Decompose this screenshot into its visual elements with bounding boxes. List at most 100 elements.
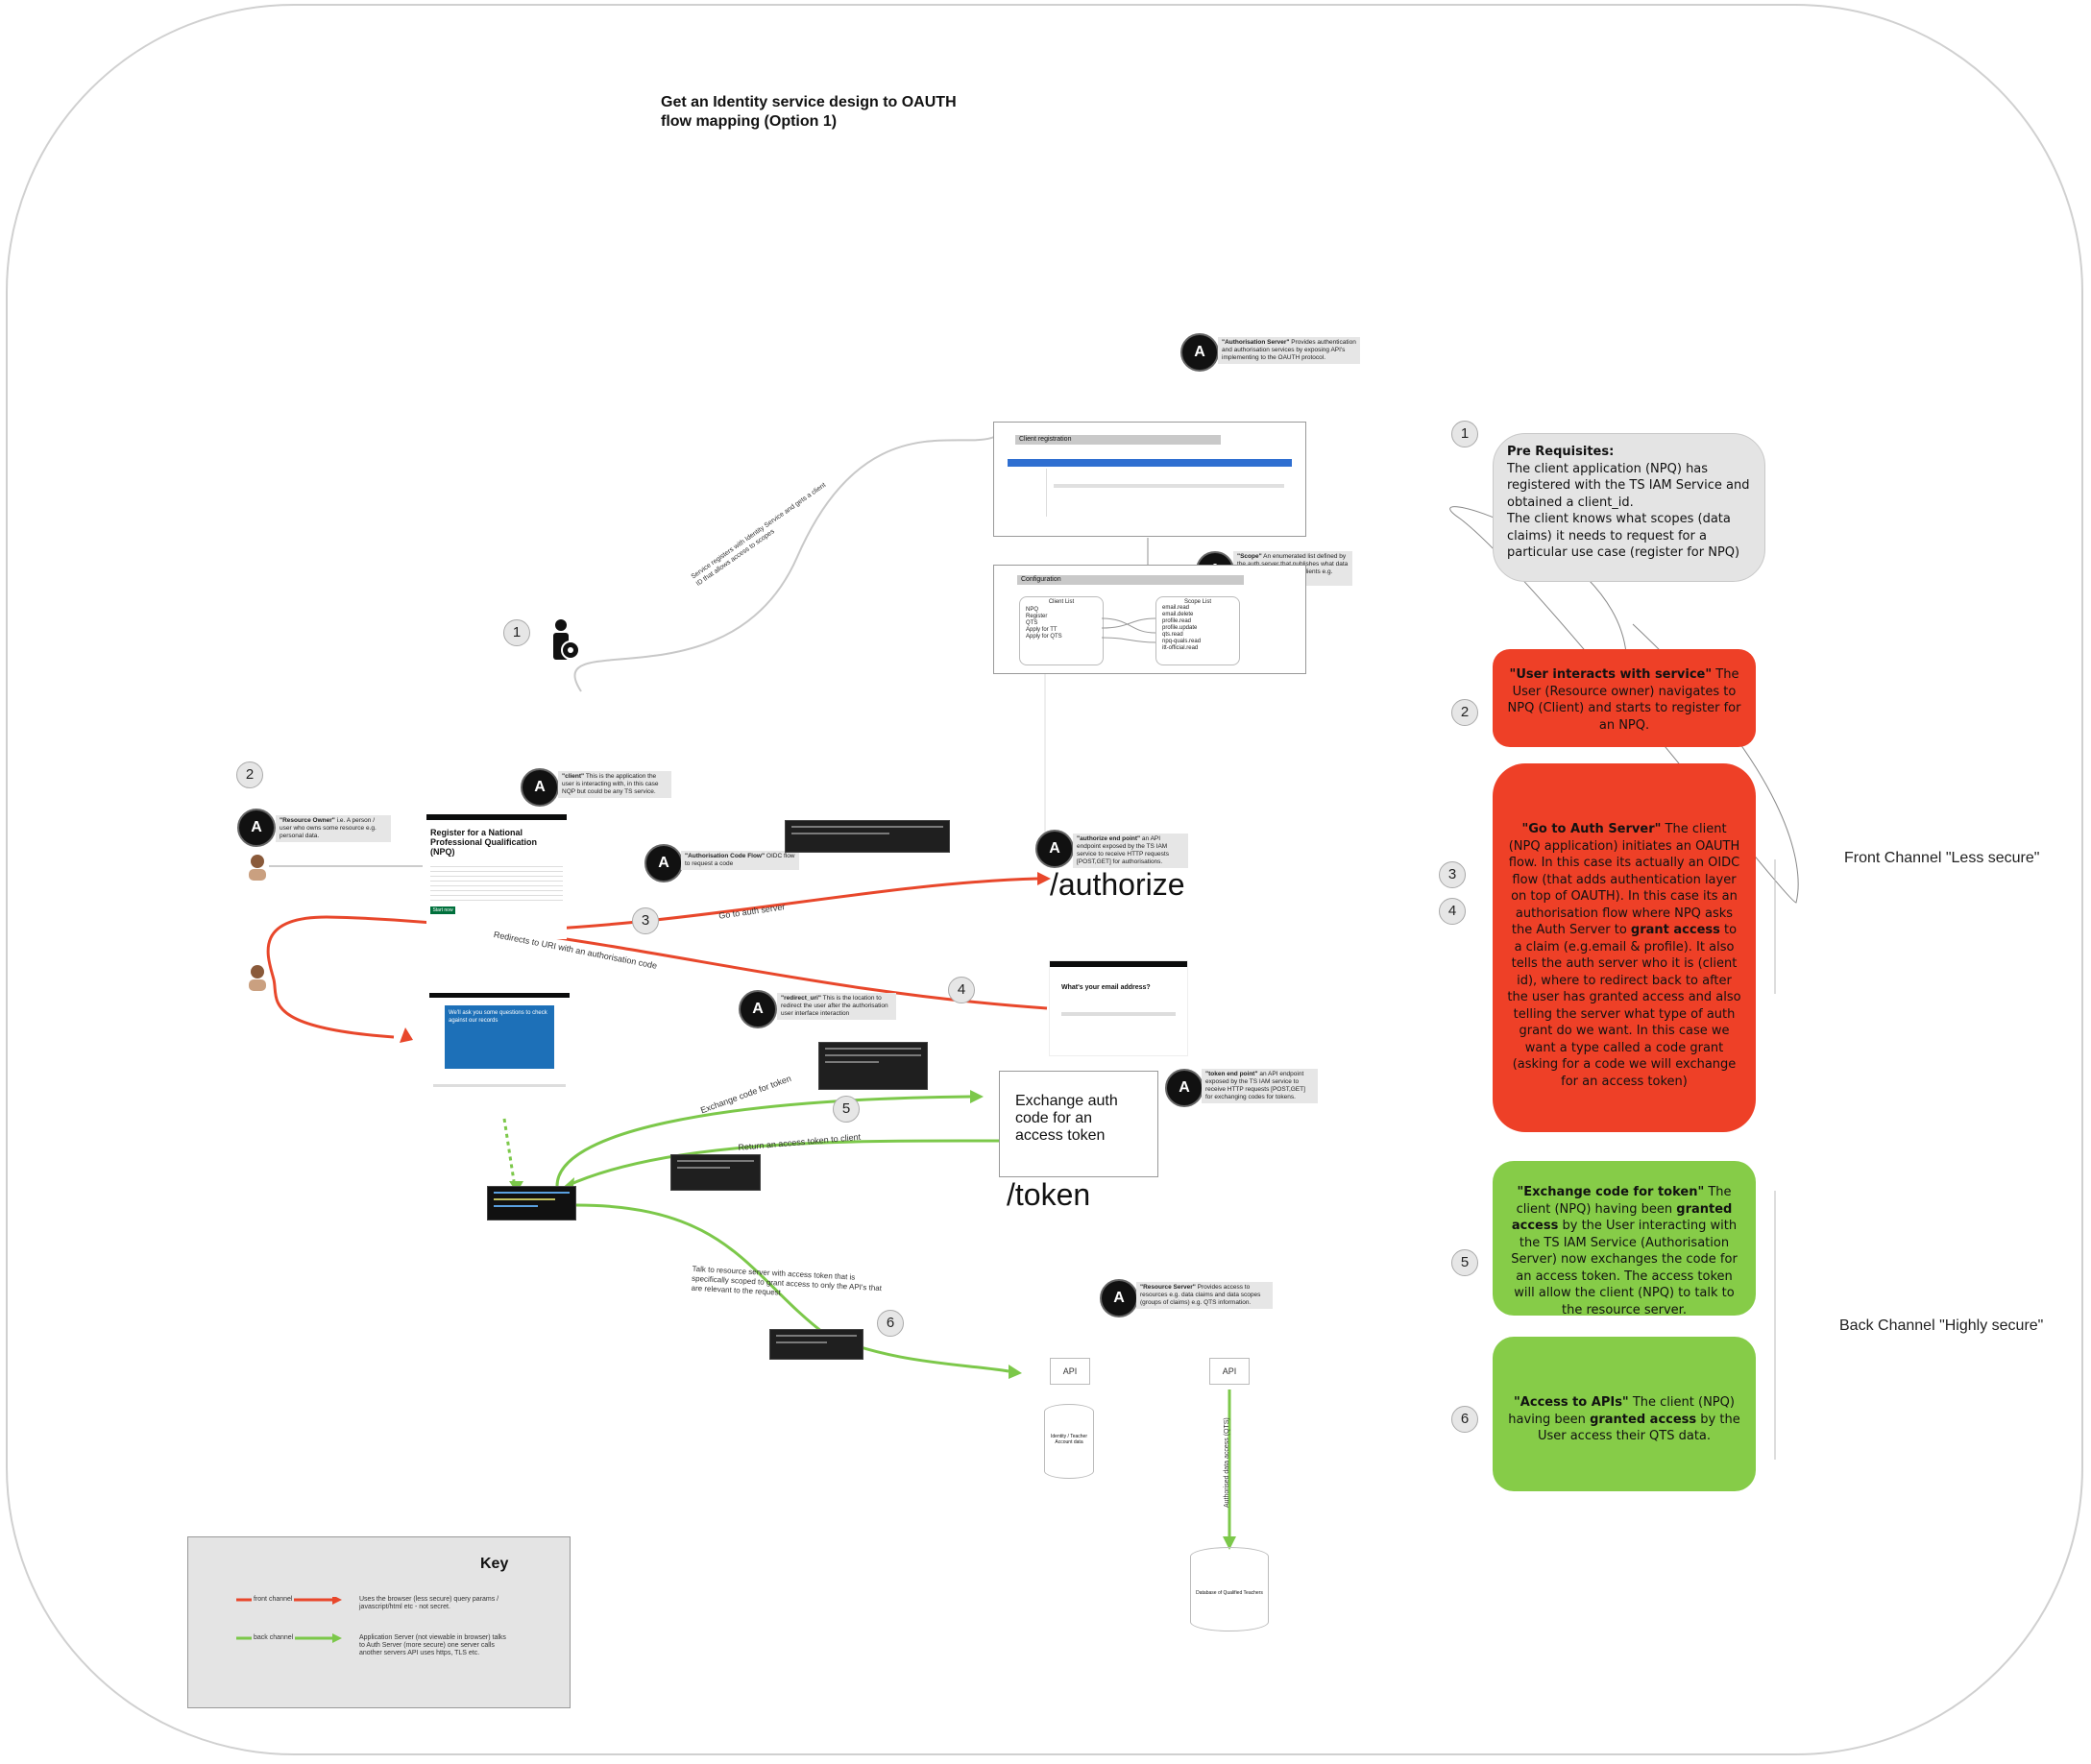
auth-code-flow-badge-icon: A: [644, 844, 683, 882]
step2-panel: "User interacts with service" The User (…: [1493, 649, 1756, 747]
token-endpoint-note: "token end point" an API endpoint expose…: [1202, 1069, 1318, 1103]
authorize-endpoint-badge-icon: A: [1035, 830, 1074, 868]
step-number-4: 4: [948, 977, 975, 1003]
back-channel-label: Back Channel "Highly secure": [1839, 1317, 2044, 1334]
legend-back-label: back channel: [252, 1634, 296, 1641]
step5-panel: "Exchange code for token" The client (NP…: [1493, 1161, 1756, 1317]
auth-server-badge-icon: A: [1180, 333, 1219, 372]
auth-server-note: "Authorisation Server" Provides authenti…: [1218, 337, 1360, 364]
resource-owner-avatar: [249, 855, 266, 881]
talk-resource-arrowhead: [1009, 1365, 1022, 1379]
talk-resource-connector: [575, 1203, 1009, 1373]
exchange-connector: [555, 1095, 971, 1187]
user-avatar: [249, 965, 266, 991]
scope-list-item: profile.read: [1162, 618, 1192, 624]
code-line: [791, 833, 889, 834]
legend-title: Key: [480, 1556, 509, 1572]
code-snippet-authorize: [785, 820, 950, 853]
scope-list-title: Scope List: [1183, 599, 1212, 605]
code-line: [791, 826, 943, 828]
client-list-item: Apply for QTS: [1026, 634, 1062, 640]
scope-list-item: npq-quals.read: [1162, 639, 1202, 644]
code-line: [825, 1061, 879, 1063]
code-snippet-redirect: [818, 1042, 928, 1090]
client-list-item: Apply for TT: [1026, 627, 1058, 633]
npq-body-text: [430, 862, 563, 901]
code-line: [776, 1335, 857, 1337]
registration-row: [1054, 484, 1284, 488]
code-line: [825, 1054, 921, 1056]
step-number-6: 6: [877, 1310, 904, 1337]
registration-sidebar: [1008, 469, 1047, 517]
canvas-frame: [6, 4, 2083, 1755]
step-number-1: 1: [503, 619, 530, 646]
panel-number-3: 3: [1439, 861, 1466, 888]
legend-swatches: [236, 1597, 342, 1643]
front-channel-label: Front Channel "Less secure": [1844, 850, 2040, 866]
client-list-item: Register: [1026, 614, 1048, 619]
register-connector: [573, 436, 995, 692]
client-list-item: NPQ: [1026, 607, 1039, 613]
diagram-title: Get an Identity service design to OAUTH …: [661, 94, 957, 130]
authorised-access-arrowhead: [1223, 1536, 1236, 1550]
step-number-3: 3: [632, 907, 659, 934]
code-line: [494, 1198, 555, 1200]
code-line: [825, 1048, 921, 1050]
step6-panel: "Access to APIs" The client (NPQ) having…: [1493, 1337, 1756, 1491]
redirect-arrowhead: [400, 1027, 413, 1043]
panel-number-4: 4: [1439, 898, 1466, 925]
code-line: [677, 1167, 731, 1169]
scope-list-item: itt-official.read: [1162, 645, 1199, 651]
legend-back-desc: Application Server (not viewable in brow…: [359, 1634, 506, 1656]
code-line: [677, 1160, 754, 1162]
code-line: [494, 1205, 538, 1207]
scope-list-panel: Scope List email.read email.delete profi…: [1155, 596, 1240, 665]
email-heading: What's your email address?: [1061, 984, 1151, 991]
client-badge-icon: A: [521, 768, 559, 807]
client-list-panel: Client List NPQ Register QTS Apply for T…: [1019, 596, 1104, 665]
client-registration-card: Client registration: [993, 422, 1306, 537]
legend-key: Key front channel Uses the browser (less…: [187, 1536, 571, 1708]
service-admin-icon: [553, 619, 580, 660]
resource-server-note: "Resource Server" Provides access to res…: [1136, 1282, 1273, 1309]
app-server-screenshot: [487, 1186, 576, 1220]
api-node-2: API: [1209, 1358, 1250, 1385]
exchange-box: Exchange auth code for an access token: [999, 1071, 1158, 1177]
step-number-5: 5: [833, 1096, 860, 1123]
email-page-screenshot: What's your email address?: [1049, 960, 1188, 1056]
step-number-2: 2: [236, 761, 263, 788]
check-header-bar: [429, 993, 570, 998]
npq-heading: Register for a National Professional Qua…: [430, 828, 538, 857]
database-2: Database of Qualified Teachers: [1190, 1547, 1269, 1631]
scope-list-item: email.delete: [1162, 612, 1194, 617]
code-line: [776, 1341, 827, 1343]
authorize-endpoint-label: /authorize: [1050, 867, 1185, 902]
token-endpoint-badge-icon: A: [1165, 1069, 1204, 1107]
auth-code-flow-note: "Authorisation Code Flow" OIDC flow to r…: [681, 851, 799, 870]
check-heading: We'll ask you some questions to check ag…: [445, 1005, 554, 1069]
panel-number-1: 1: [1451, 421, 1478, 447]
panel-number-6: 6: [1451, 1406, 1478, 1433]
panel-number-2: 2: [1451, 699, 1478, 726]
check-to-app-connector: [502, 1118, 516, 1182]
legend-front-label: front channel: [252, 1596, 295, 1603]
redirect-uri-note: "redirect_uri" This is the location to r…: [777, 993, 896, 1020]
code-line: [494, 1192, 570, 1194]
database-1: Identity / Teacher Account data: [1044, 1404, 1094, 1479]
go-auth-arrowhead: [1037, 872, 1051, 885]
npq-start-button[interactable]: Start now: [430, 906, 455, 914]
step34-panel: "Go to Auth Server" The client (NPQ appl…: [1493, 763, 1756, 1132]
client-registration-title: Client registration: [1015, 435, 1221, 445]
legend-front-desc: Uses the browser (less secure) query par…: [359, 1596, 499, 1610]
resource-server-badge-icon: A: [1100, 1279, 1138, 1317]
token-endpoint-label: /token: [1007, 1177, 1091, 1212]
api-node-1: API: [1050, 1358, 1090, 1385]
resource-owner-badge-icon: A: [237, 809, 276, 847]
redirect-connector: [266, 915, 1048, 1039]
browser-toolbar: [1008, 459, 1292, 467]
npq-header-bar: [426, 814, 567, 820]
client-list-item: QTS: [1026, 620, 1038, 626]
return-token-connector: [566, 1139, 1000, 1188]
check-page-screenshot: We'll ask you some questions to check ag…: [429, 993, 570, 1108]
resource-owner-note: "Resource Owner" i.e. A person / user wh…: [276, 815, 391, 842]
